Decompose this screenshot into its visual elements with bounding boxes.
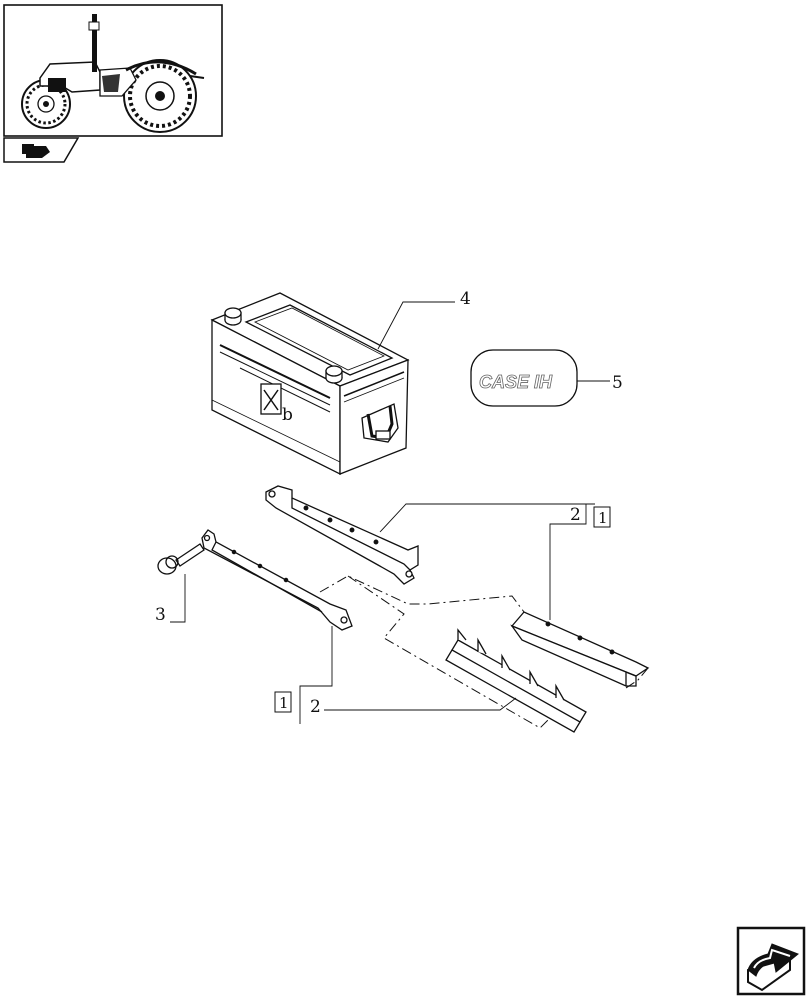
callout-2-upper: 2 <box>570 505 581 525</box>
battery-illustration <box>210 292 410 476</box>
leader-bracket-2-lower <box>299 626 333 724</box>
decal-logo-text: CASE IH <box>479 372 553 392</box>
callout-2-lower: 2 <box>310 697 321 717</box>
tractor-thumbnail-icon <box>3 4 223 137</box>
assembly-phantom-lines <box>319 575 649 729</box>
callout-box-1-lower <box>274 691 292 713</box>
callout-box-1-lower-label: 1 <box>279 694 289 712</box>
case-ih-decal: CASE IH <box>470 349 578 407</box>
bolt-illustration <box>157 543 205 575</box>
next-page-arrow-icon[interactable] <box>736 926 806 996</box>
callout-4: 4 <box>460 289 471 309</box>
leader-bracket-2-upper <box>549 504 587 620</box>
leader-line-2-upper <box>379 503 595 533</box>
callout-box-1-upper <box>593 506 611 528</box>
battery-mark-label: b <box>282 405 293 425</box>
leader-line-4 <box>377 301 455 350</box>
callout-5: 5 <box>612 373 623 393</box>
leader-line-3 <box>170 574 186 623</box>
leader-line-2-lower <box>324 697 517 711</box>
rubber-strip <box>445 628 587 733</box>
upper-left-bracket <box>265 485 419 585</box>
callout-box-1-upper-label: 1 <box>598 509 608 527</box>
callout-3: 3 <box>155 605 166 625</box>
lower-left-bracket <box>201 529 353 631</box>
tractor-section-icon <box>3 137 80 163</box>
